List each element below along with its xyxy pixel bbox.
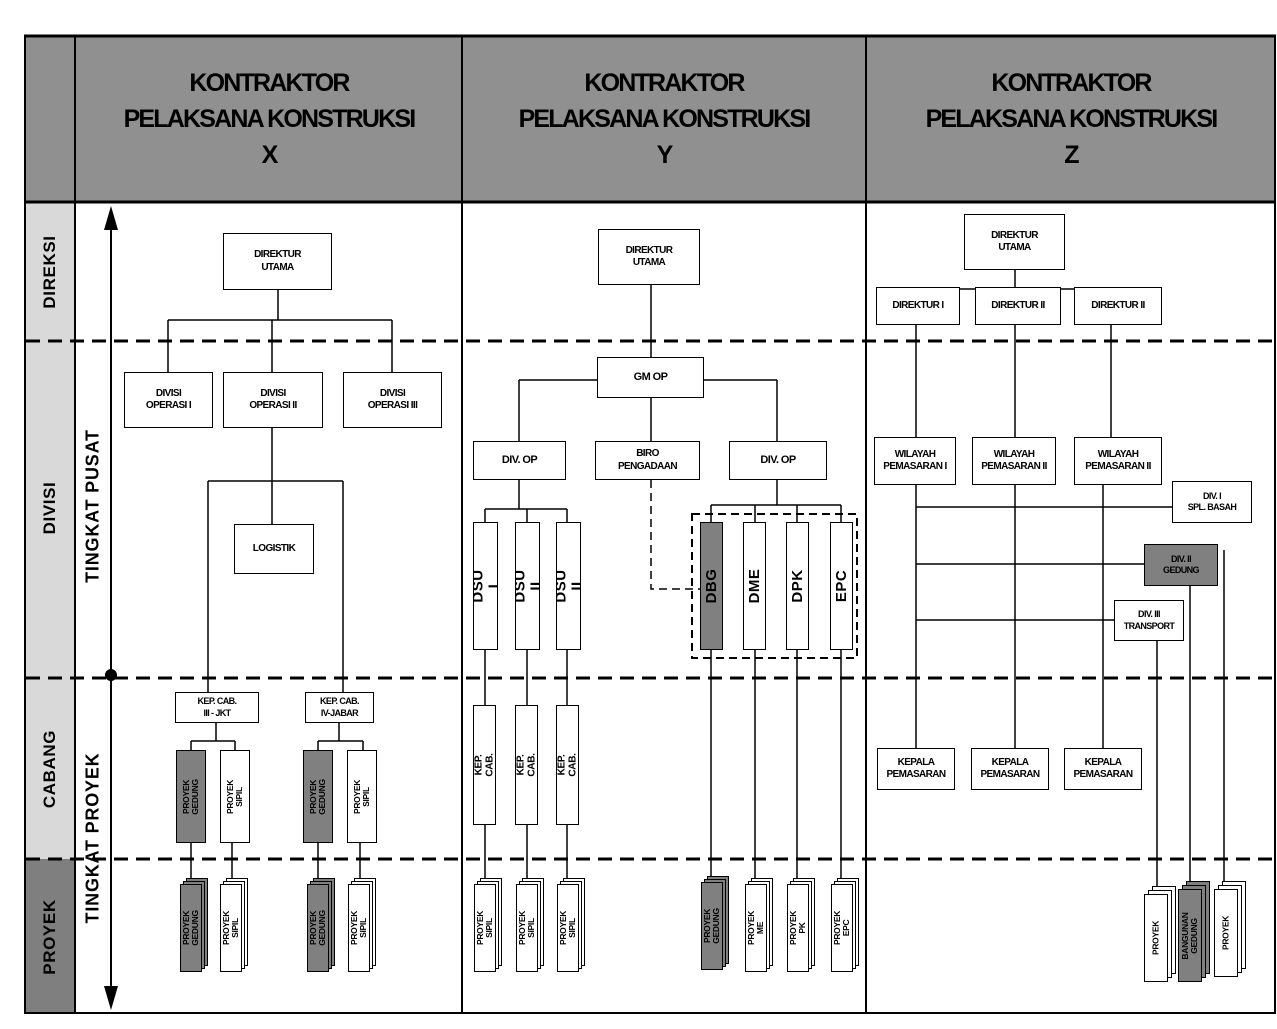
column-title-y: KONTRAKTOR PELAKSANA KONSTRUKSI Y xyxy=(518,69,812,169)
label: DSU II xyxy=(556,569,581,603)
y-direktur-utama: DIREKTUR UTAMA xyxy=(598,229,700,285)
x-proyek-gedung-2: PROYEK GEDUNG xyxy=(307,884,329,972)
x-cabang-proyek-sipil-1: PROYEK SIPIL xyxy=(220,750,250,843)
y-div-dpk: DPK xyxy=(786,522,809,650)
z-div-1-spl-basah: DIV. I SPL. BASAH xyxy=(1172,481,1252,523)
z-bangunan-gedung: BANGUNAN GEDUNG xyxy=(1178,889,1202,982)
x-kep-cab-3: KEP. CAB. III - JKT xyxy=(175,692,259,723)
x-logistik: LOGISTIK xyxy=(234,524,314,574)
z-proyek-1: PROYEK xyxy=(1144,894,1168,982)
z-div-2-gedung: DIV. II GEDUNG xyxy=(1144,544,1218,586)
label: PROYEK GEDUNG xyxy=(181,910,200,946)
x-kep-cab-4: KEP. CAB. IV-JABAR xyxy=(305,692,374,723)
y-proyek-me: PROYEK ME xyxy=(745,884,767,972)
label: DBG xyxy=(702,568,720,604)
x-proyek-sipil-2: PROYEK SIPIL xyxy=(348,884,370,972)
y-kep-cab-1: KEP. CAB. xyxy=(473,705,496,825)
y-biro-pengadaan: BIRO PENGADAAN xyxy=(595,441,700,480)
cabang-band xyxy=(24,678,75,859)
x-cabang-proyek-gedung-1: PROYEK GEDUNG xyxy=(176,750,206,843)
label: EPC xyxy=(832,569,850,603)
y-dsu-1: DSU I xyxy=(473,522,498,650)
z-kepala-pemasaran-2: KEPALA PEMASARAN xyxy=(971,748,1049,790)
label: BANGUNAN GEDUNG xyxy=(1180,911,1199,960)
z-kepala-pemasaran-3: KEPALA PEMASARAN xyxy=(1064,748,1142,790)
z-wilayah-pemasaran-1: WILAYAH PEMASARAN I xyxy=(874,437,956,485)
x-divisi-operasi-1: DIVISI OPERASI I xyxy=(124,372,213,428)
label: PROYEK SIPIL xyxy=(517,910,536,946)
z-direktur-2: DIREKTUR II xyxy=(975,287,1061,325)
y-proyek-sipil-1: PROYEK SIPIL xyxy=(474,884,496,972)
label: PROYEK PK xyxy=(788,910,807,946)
y-kep-cab-2: KEP. CAB. xyxy=(515,705,538,825)
z-direktur-3: DIREKTUR II xyxy=(1074,287,1162,325)
label: PROYEK SIPIL xyxy=(475,910,494,946)
y-proyek-sipil-2: PROYEK SIPIL xyxy=(516,884,538,972)
z-wilayah-pemasaran-2: WILAYAH PEMASARAN II xyxy=(972,437,1056,485)
x-proyek-gedung-1: PROYEK GEDUNG xyxy=(180,884,202,972)
label: PROYEK ME xyxy=(746,910,765,946)
y-dsu-2: DSU II xyxy=(515,522,540,650)
column-title-x: KONTRAKTOR PELAKSANA KONSTRUKSI X xyxy=(123,69,417,169)
header-band xyxy=(24,37,1276,202)
y-div-dme: DME xyxy=(743,522,766,650)
divisi-band xyxy=(24,341,75,678)
label: PROYEK EPC xyxy=(832,910,851,946)
y-proyek-gedung: PROYEK GEDUNG xyxy=(701,882,723,970)
x-cabang-proyek-gedung-2: PROYEK GEDUNG xyxy=(303,750,333,843)
label: DSU II xyxy=(515,569,540,603)
z-direktur-utama: DIREKTUR UTAMA xyxy=(964,214,1065,270)
label: PROYEK GEDUNG xyxy=(181,778,200,815)
label: DSU I xyxy=(473,569,497,603)
y-div-op-2: DIV. OP xyxy=(729,441,827,480)
y-div-epc: EPC xyxy=(830,522,853,650)
proyek-band xyxy=(24,859,75,1013)
z-kepala-pemasaran-1: KEPALA PEMASARAN xyxy=(877,748,955,790)
label: PROYEK SIPIL xyxy=(225,779,244,814)
x-direktur-utama: DIREKTUR UTAMA xyxy=(223,233,332,290)
label: DPK xyxy=(788,569,806,603)
label: KEP. CAB. xyxy=(556,753,578,777)
label: PROYEK SIPIL xyxy=(558,910,577,946)
y-div-dbg: DBG xyxy=(700,522,723,650)
x-cabang-proyek-sipil-2: PROYEK SIPIL xyxy=(347,750,377,843)
direksi-band xyxy=(24,202,75,341)
label: DME xyxy=(745,568,763,604)
x-divisi-operasi-2: DIVISI OPERASI II xyxy=(223,372,323,428)
y-proyek-pk: PROYEK PK xyxy=(787,884,809,972)
z-direktur-1: DIREKTUR I xyxy=(876,287,960,325)
z-wilayah-pemasaran-3: WILAYAH PEMASARAN II xyxy=(1074,437,1162,485)
label: PROYEK xyxy=(1150,920,1161,956)
label: PROYEK xyxy=(1220,915,1231,951)
label: PROYEK GEDUNG xyxy=(308,778,327,815)
y-proyek-epc: PROYEK EPC xyxy=(831,884,853,972)
label: PROYEK GEDUNG xyxy=(702,908,721,944)
y-div-op-1: DIV. OP xyxy=(473,441,566,480)
z-proyek-2: PROYEK xyxy=(1214,889,1238,977)
label: PROYEK SIPIL xyxy=(221,910,240,946)
column-title-z: KONTRAKTOR PELAKSANA KONSTRUKSI Z xyxy=(925,69,1219,169)
label: KEP. CAB. xyxy=(515,753,537,777)
x-divisi-operasi-3: DIVISI OPERASI III xyxy=(343,372,442,428)
label: PROYEK SIPIL xyxy=(349,910,368,946)
x-proyek-sipil-1: PROYEK SIPIL xyxy=(220,884,242,972)
z-div-3-transport: DIV. III TRANSPORT xyxy=(1114,600,1184,641)
y-dsu-3: DSU II xyxy=(556,522,581,650)
y-kep-cab-3: KEP. CAB. xyxy=(556,705,579,825)
label: PROYEK SIPIL xyxy=(352,779,371,814)
label: PROYEK GEDUNG xyxy=(308,910,327,946)
y-gm-op: GM OP xyxy=(597,357,704,398)
y-proyek-sipil-3: PROYEK SIPIL xyxy=(557,884,579,972)
label: KEP. CAB. xyxy=(473,753,495,777)
